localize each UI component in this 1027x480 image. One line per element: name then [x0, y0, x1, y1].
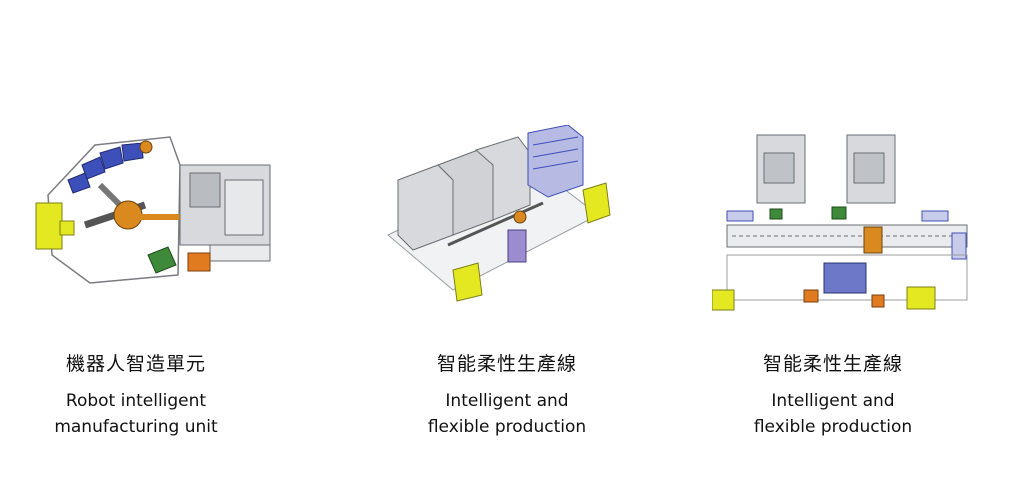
isometric-production-line-illustration [358, 125, 618, 307]
title-zh: 智能柔性生產線 [436, 353, 577, 375]
title-en: Intelligent and flexible production [703, 388, 963, 440]
title-zh: 智能柔性生產線 [762, 353, 903, 375]
title-en-line2: flexible production [427, 417, 587, 437]
caption-robot-unit: 機器人智造單元 Robot intelligent manufacturing … [6, 352, 266, 440]
title-en-line2: flexible production [753, 417, 913, 437]
robot-cell-layout-illustration [30, 125, 300, 295]
caption-flexible-line-2: 智能柔性生產線 Intelligent and flexible product… [703, 352, 963, 440]
title-en-line1: Intelligent and [771, 391, 895, 411]
top-view-production-line-illustration [712, 125, 977, 320]
caption-flexible-line-1: 智能柔性生產線 Intelligent and flexible product… [377, 352, 637, 440]
title-en: Robot intelligent manufacturing unit [6, 388, 266, 440]
title-zh: 機器人智造單元 [65, 353, 206, 375]
title-en-line1: Robot intelligent [65, 391, 207, 411]
title-en-line1: Intelligent and [445, 391, 569, 411]
title-en-line2: manufacturing unit [54, 417, 218, 437]
title-en: Intelligent and flexible production [377, 388, 637, 440]
